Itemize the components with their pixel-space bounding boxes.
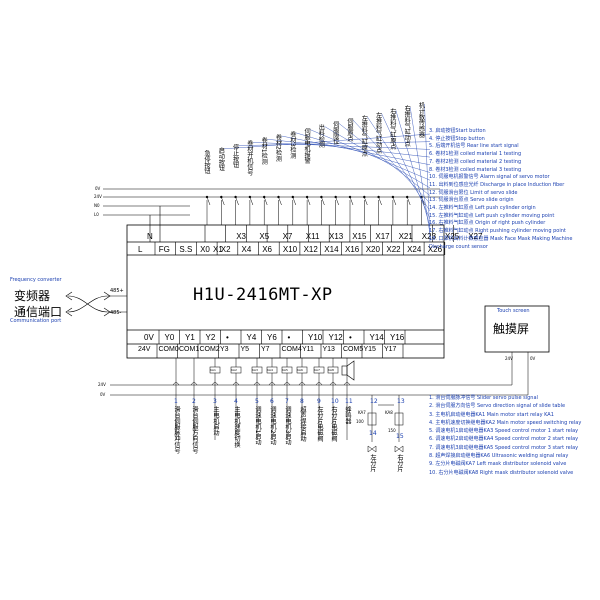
rs485-link bbox=[65, 291, 127, 317]
legend-leaders bbox=[224, 103, 431, 242]
touch-screen-box bbox=[110, 305, 550, 396]
solenoid-valves bbox=[367, 395, 404, 453]
buzzer-symbol bbox=[341, 360, 355, 381]
relay-coils bbox=[209, 366, 339, 374]
input-wires bbox=[205, 195, 425, 225]
bottom-terminal-grid bbox=[156, 330, 406, 358]
plc-unit bbox=[126, 224, 445, 359]
power-rails bbox=[103, 188, 440, 242]
top-terminal-grid bbox=[154, 225, 454, 255]
